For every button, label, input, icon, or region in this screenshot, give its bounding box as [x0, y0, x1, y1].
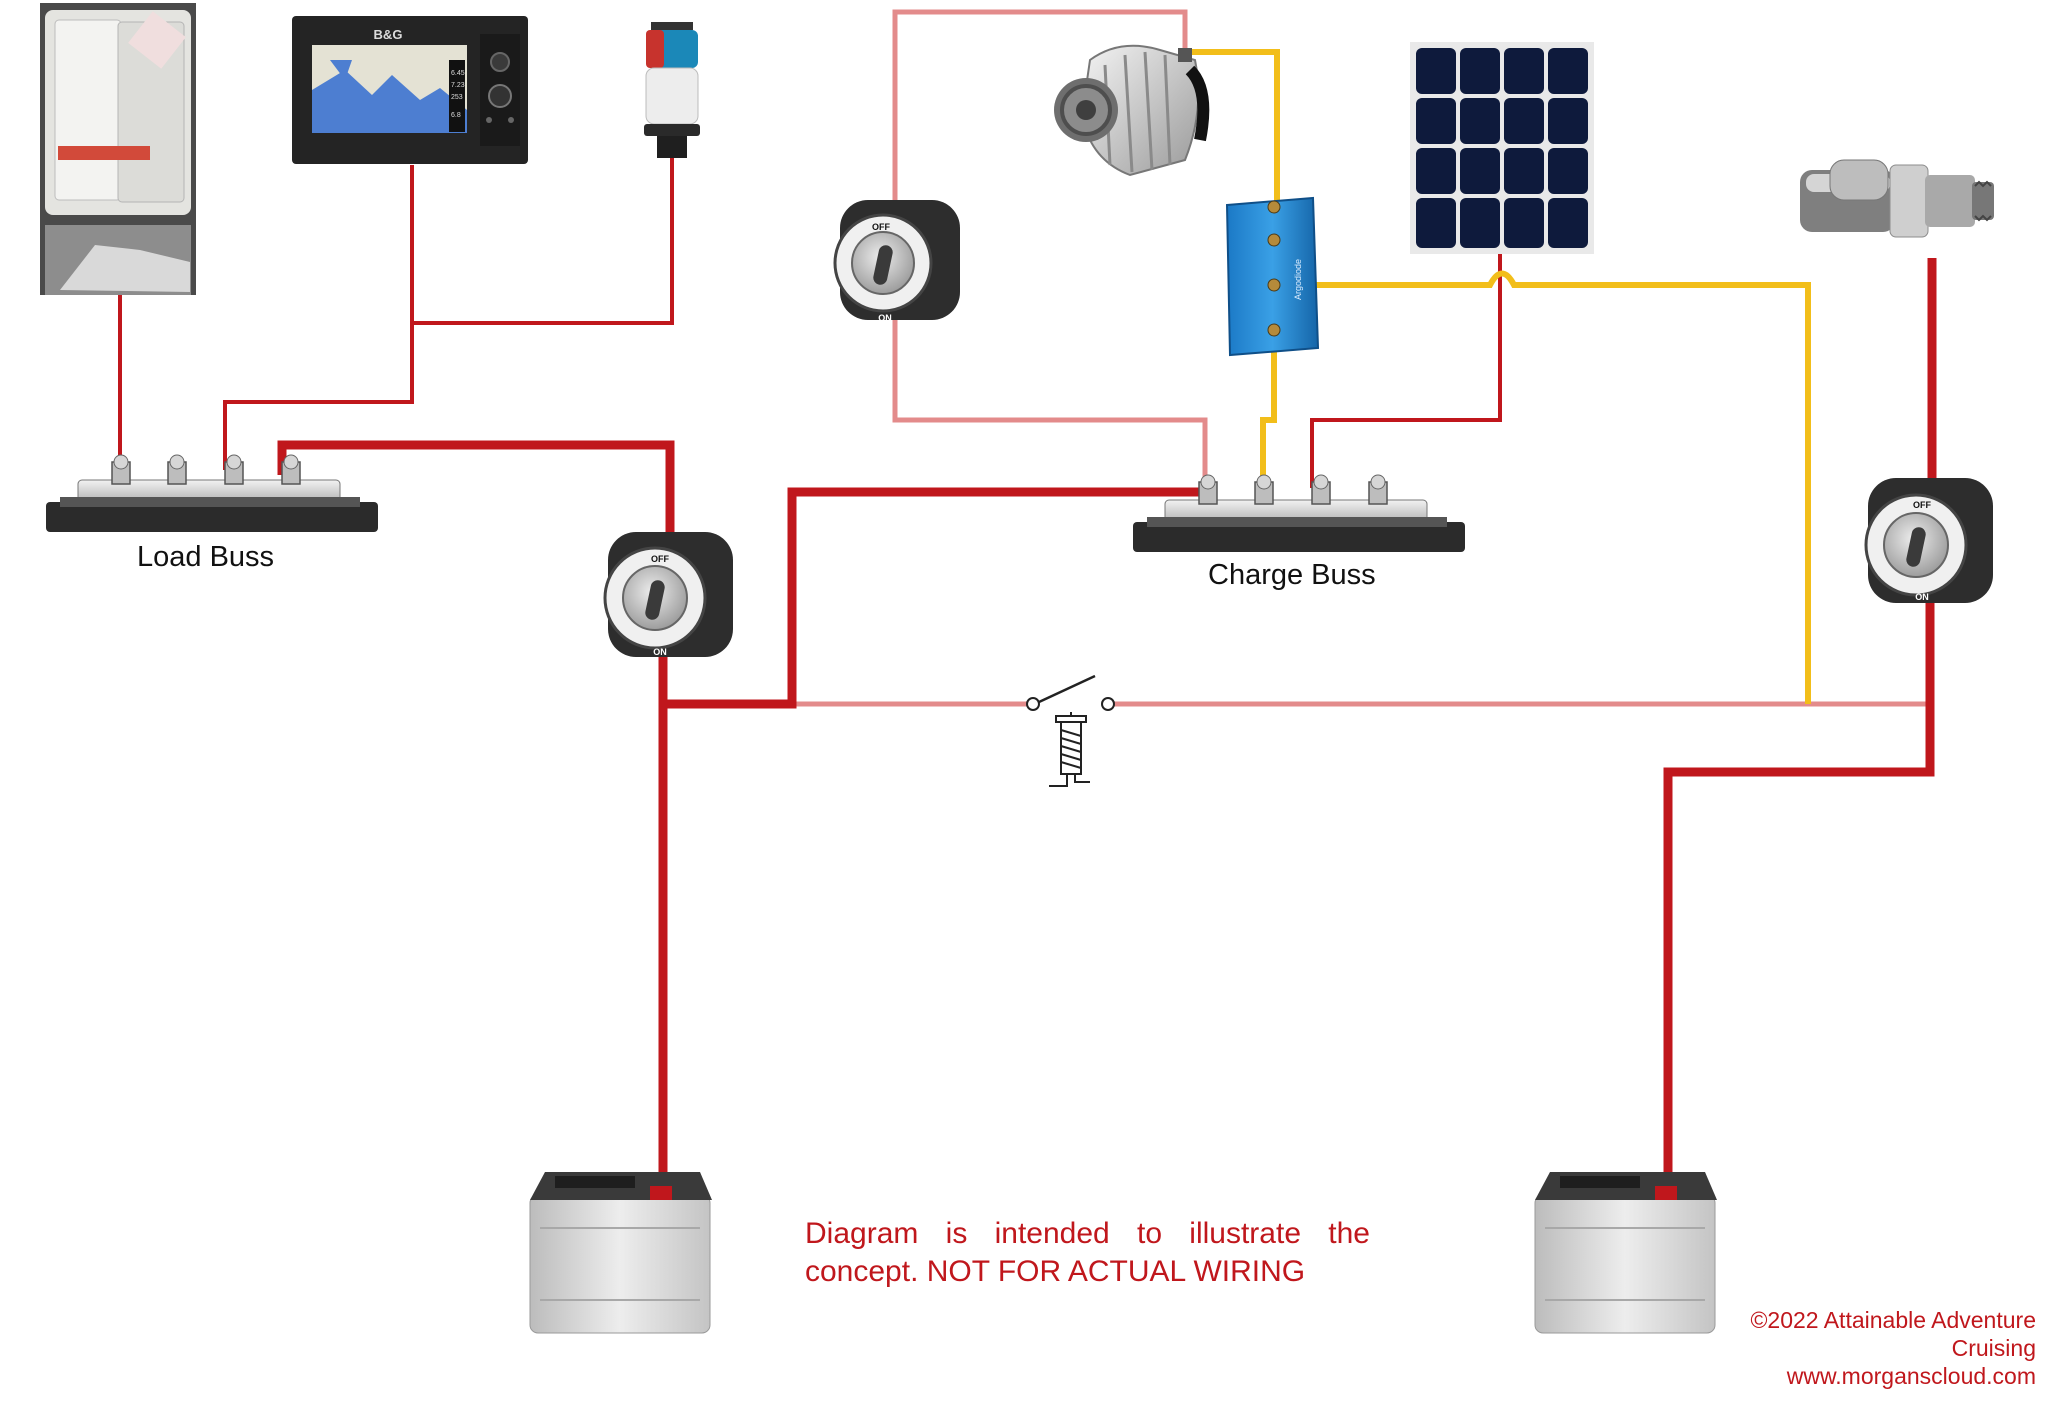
alternator-output-wire	[1185, 49, 1280, 205]
battery-switch-start[interactable]: OFF ON	[1864, 478, 1993, 603]
switch-start-on: ON	[1915, 592, 1929, 602]
switch-charge-on: ON	[878, 313, 892, 323]
disclaimer-line-1: Diagram is intended to illustrate the	[805, 1217, 1370, 1250]
battery-switch-house[interactable]: OFF ON	[603, 532, 733, 657]
copyright-line-1: ©2022 Attainable Adventure	[1750, 1307, 2036, 1333]
start-battery-cable	[1663, 592, 1935, 1200]
copyright-line-2: Cruising	[1951, 1335, 2036, 1361]
load-buss-feed-cable	[277, 440, 675, 560]
nav-light-wire	[412, 158, 674, 325]
copyright-url[interactable]: www.morganscloud.com	[1786, 1363, 2036, 1389]
disclaimer-line-2: concept. NOT FOR ACTUAL WIRING	[805, 1255, 1306, 1288]
nav-light	[644, 22, 700, 158]
solar-panel	[1410, 42, 1594, 254]
solar-wire	[1310, 250, 1502, 488]
charge-buss	[1133, 474, 1465, 552]
charge-buss-label: Charge Buss	[1208, 559, 1376, 591]
isolator-to-start-battery-wire	[1274, 270, 1811, 704]
chartplotter: 6.45 7.23 253 6.8 B&G	[292, 16, 528, 164]
switch-charge-off: OFF	[872, 222, 890, 232]
alternator-field-wire	[892, 9, 1188, 208]
switch-house-on: ON	[653, 647, 667, 657]
load-buss	[46, 454, 378, 532]
battery-isolator: Argodiode	[1225, 196, 1320, 357]
starter-motor	[1800, 159, 1994, 238]
disclaimer-text: Diagram is intended to illustrate the co…	[805, 1215, 1370, 1291]
alternator	[1054, 44, 1210, 177]
switch-start-off: OFF	[1913, 500, 1931, 510]
breaker-panel	[40, 3, 196, 295]
isolator-to-charge-buss-wire	[1260, 330, 1277, 490]
house-battery	[529, 1172, 712, 1334]
chartplotter-brand: B&G	[374, 27, 403, 42]
chartplotter-readout: 6.45 7.23 253 6.8	[451, 70, 467, 119]
battery-switch-charge[interactable]: OFF ON	[833, 200, 960, 323]
isolator-label: Argodiode	[1293, 259, 1303, 300]
relay	[1026, 674, 1115, 787]
start-battery	[1534, 1172, 1717, 1334]
chartplotter-wire	[223, 165, 414, 470]
load-buss-label: Load Buss	[137, 541, 275, 573]
copyright-notice: ©2022 Attainable Adventure Cruising www.…	[1750, 1306, 2036, 1390]
house-to-charge-buss-cable	[663, 487, 1203, 709]
switch-house-off: OFF	[651, 554, 669, 564]
switch-to-charge-buss-wire	[892, 312, 1208, 492]
wires	[118, 9, 1937, 1200]
